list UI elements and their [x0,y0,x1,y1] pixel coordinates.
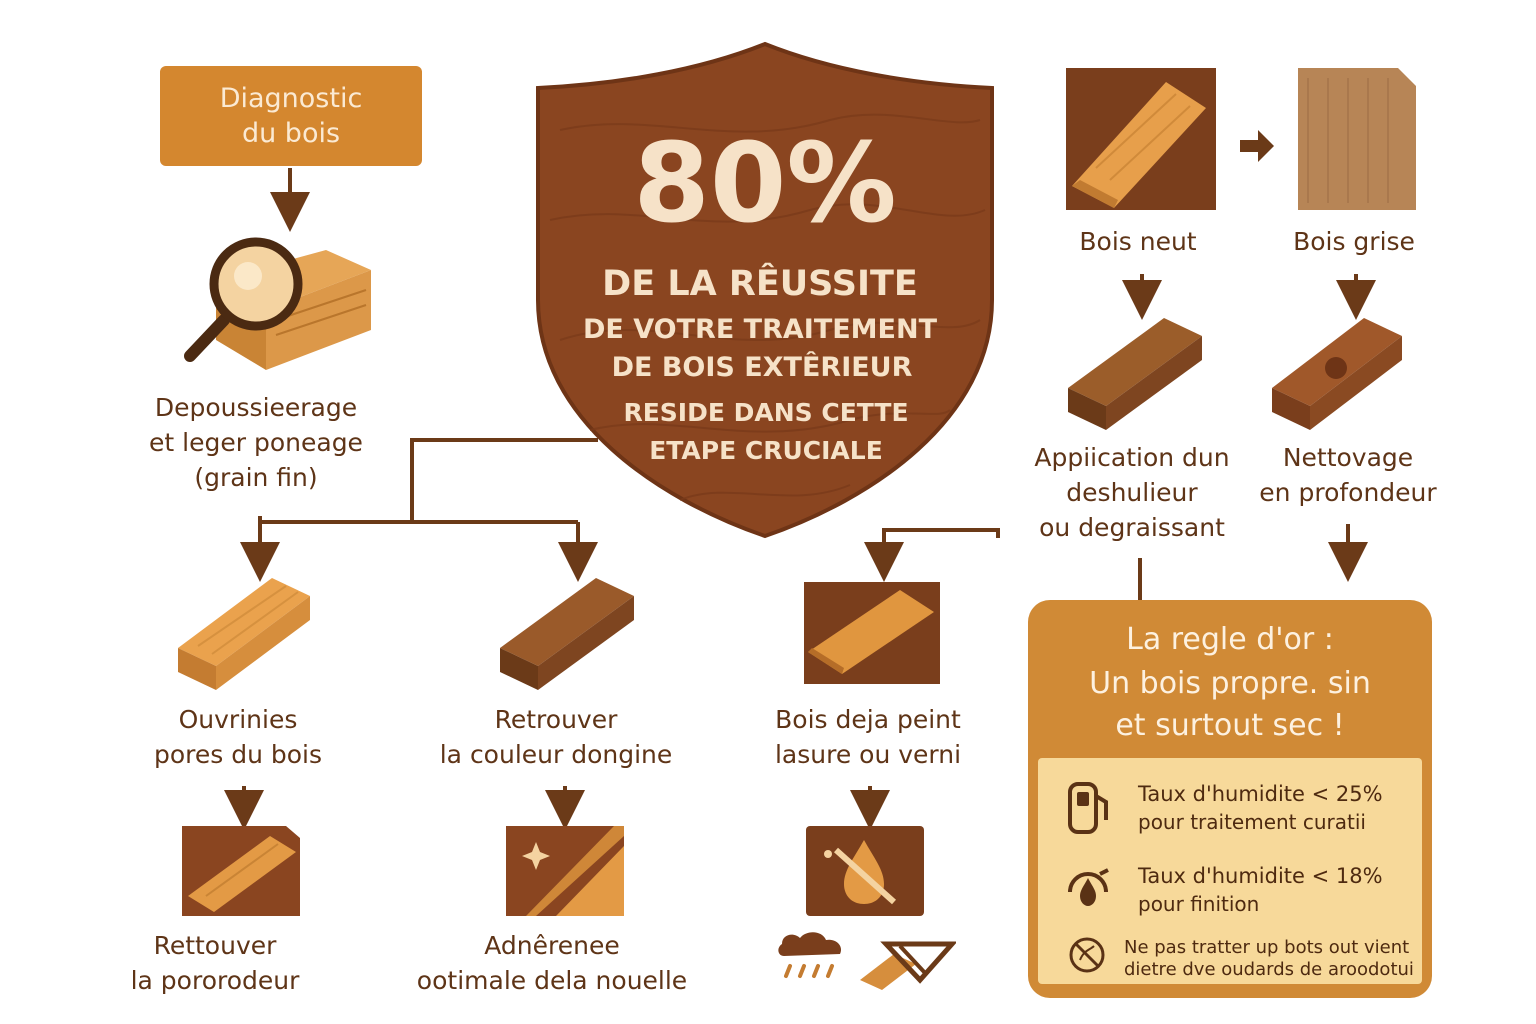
diagnostic-title-line2: du bois [241,118,341,149]
step-dusting-line2: et leger poneage [149,428,363,457]
degreaser-line1: Appiication dun [1034,443,1230,472]
pores-wood-block [178,578,310,690]
shield-line2: DE VOTRE TRAITEMENT [582,314,938,345]
shield-line5: ETAPE CRUCIALE [649,436,883,465]
no-treatment-icon [1069,937,1105,973]
drop-gauge-icon [1068,868,1109,906]
shield-line3: DE BOIS EXTÊRIEUR [611,352,913,383]
rain-cloud-icon [778,932,842,978]
rule1-line2: pour traitement curatii [1138,810,1366,834]
sun-damaged-wood-icon [860,941,956,990]
golden-rule-panel: La regle d'or : Un bois propre. sin et s… [1028,600,1432,998]
color-wood-block [500,578,634,690]
cleaned-wood-block [1272,318,1402,430]
sparkle-icon [522,842,550,870]
rule3-line2: dietre dve oudards de aroodotui [1124,959,1414,980]
shield-line1: DE LA RÊUSSITE [602,264,918,304]
cleaning-line2: en profondeur [1259,478,1437,507]
grey-wood-swatch [1298,68,1416,210]
step-dusting-label: Depoussieerage et leger poneage (grain f… [149,390,363,495]
diagnostic-title-line1: Diagnostic [219,83,363,114]
adhesion-line1: Adnêrenee [484,931,620,960]
depth-line2: la pororodeur [130,966,300,995]
painted-label: Bois deja peint lasure ou verni [775,702,961,772]
pores-line1: Ouvrinies [178,705,298,734]
shield-graphic [536,41,994,539]
painted-wood-swatch [804,582,940,684]
no-moisture-icon [806,826,924,916]
rule1-line1: Taux d'humidite < 25% [1138,782,1383,806]
pores-label: Ouvrinies pores du bois [154,702,322,772]
depth-label: Rettouver la pororodeur [131,928,300,998]
new-wood-swatch [1066,68,1216,210]
degreaser-line2: deshulieur [1066,478,1198,507]
pores-line2: pores du bois [153,740,323,769]
color-line2: la couleur dongine [439,740,673,769]
color-label: Retrouver la couleur dongine [440,702,673,772]
golden-rule-details: Taux d'humidite < 25% pour traitement cu… [1038,758,1422,984]
rule2-line1: Taux d'humidite < 18% [1138,864,1383,888]
step-dusting-line3: (grain fin) [194,463,318,492]
step-dusting-line1: Depoussieerage [154,393,358,422]
depth-wood-swatch [182,826,300,916]
painted-line1: Bois deja peint [775,705,961,734]
color-line1: Retrouver [494,705,618,734]
adhesion-wood-swatch [506,826,624,916]
degreaser-label: Appiication dun deshulieur ou degraissan… [1034,440,1229,545]
depth-line1: Rettouver [153,931,277,960]
magnifier-wood-illustration [184,237,371,370]
new-wood-label: Bois neut [1079,227,1197,256]
cleaning-line1: Nettovage [1282,443,1414,472]
rule2-line2: pour finition [1138,892,1260,916]
golden-rule-line1: La regle d'or : [1126,622,1334,657]
shield-percent: 80% [633,119,897,247]
shield-line4: RESIDE DANS CETTE [623,398,909,427]
degreaser-line3: ou degraissant [1039,513,1225,542]
rule3-line1: Ne pas tratter up bots out vient [1124,937,1410,958]
cleaning-label: Nettovage en profondeur [1259,440,1436,510]
adhesion-label: Adnêrenee ootimale dela nouelle [417,928,687,998]
diagnostic-box: Diagnostic du bois [160,66,422,166]
degreased-wood-block [1068,318,1202,430]
moisture-meter-icon [1068,782,1108,834]
adhesion-line2: ootimale dela nouelle [416,966,688,995]
golden-rule-line3: et surtout sec ! [1115,708,1345,743]
golden-rule-line2: Un bois propre. sin [1089,666,1371,701]
grey-wood-label: Bois grise [1293,227,1415,256]
painted-line2: lasure ou verni [774,740,962,769]
